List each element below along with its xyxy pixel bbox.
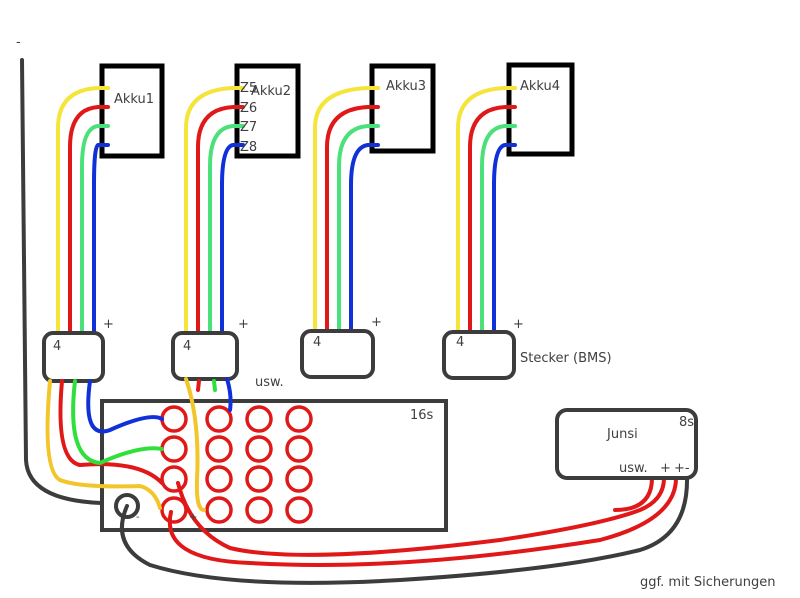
wire-black-main [120,476,690,585]
wire-green-c1 [71,379,164,466]
cell-label-z8: Z8 [240,140,258,155]
balance-wire-green-3 [337,124,380,333]
battery-box-2 [234,63,301,159]
charger-etc: usw. [619,461,648,476]
connector-caption: Stecker (BMS) [520,351,612,366]
balance-wire-red-3 [325,105,380,333]
battery-box-4 [506,62,575,157]
connector-count-2: 4 [183,339,192,354]
balance-wire-red-2 [196,105,245,335]
board-label: 16s [410,408,434,423]
balance-port-r3-c3 [245,465,273,493]
balance-wire-blue-4 [492,143,517,334]
wire-red-short [613,476,654,512]
connector-plus-3: + [371,315,382,330]
balance-port-r4-c2 [205,496,233,524]
balance-wire-green-1 [80,124,110,335]
balance-port-r3-c1 [160,465,188,493]
balance-port-r3-c4 [285,465,313,493]
negative-wire-left [20,58,103,505]
balance-port-r1-c4 [285,405,313,433]
balance-port-r4-c3 [245,496,273,524]
wire-yellow-c2 [184,377,206,512]
negative-label: - [16,35,21,50]
balance-port-r2-c3 [245,435,273,463]
charger-name: Junsi [607,427,638,442]
balance-wire-yellow-2 [184,86,245,335]
charger-plus: + [660,461,671,476]
connector-2 [171,331,239,381]
battery-box-1 [99,63,165,159]
board-negative-terminal [114,493,140,519]
connector-4 [442,330,516,380]
charger-plus-minus: +- [674,461,690,476]
etc-label: usw. [255,375,284,390]
balance-wire-red-1 [68,105,110,335]
wire-yellow-c1 [45,379,162,510]
balance-port-r3-c2 [205,465,233,493]
connector-count-1: 4 [53,339,62,354]
wire-red-main-1 [176,476,666,557]
balance-port-r4-c4 [285,496,313,524]
wire-red-c1 [58,379,164,485]
balance-wire-yellow-4 [456,86,517,334]
connector-plus-4: + [513,317,524,332]
battery-label-2: Akku2 [251,84,292,99]
cell-label-z5: Z5 [240,81,258,96]
balance-wire-green-2 [208,124,245,335]
connector-3 [300,329,375,379]
wire-blue-c2 [225,377,233,412]
balance-port-r2-c2 [205,435,233,463]
wire-red-main-2 [167,476,678,567]
balancer-board [100,399,448,532]
balance-wire-green-4 [480,124,517,334]
balance-port-r1-c2 [205,405,233,433]
balance-port-r2-c1 [160,435,188,463]
board-minus-label: - [136,512,140,523]
wire-red-c2 [196,379,201,392]
battery-label-4: Akku4 [520,79,561,94]
balance-wire-yellow-3 [313,86,380,333]
balance-wire-blue-3 [349,143,380,333]
wire-green-c2 [212,379,217,392]
balance-port-r2-c4 [285,435,313,463]
charger-box [555,408,698,480]
connector-plus-2: + [238,317,249,332]
wire-blue-c1 [86,379,164,434]
cell-label-z6: Z6 [240,101,258,116]
cell-label-z7: Z7 [240,120,258,135]
board-plus-label: + [189,512,198,523]
battery-label-3: Akku3 [386,79,427,94]
connector-count-3: 4 [313,335,322,350]
connector-plus-1: + [103,317,114,332]
balance-wire-blue-1 [92,143,110,335]
balance-port-r1-c1 [160,405,188,433]
balance-wire-blue-2 [220,143,245,335]
balance-port-r1-c3 [245,405,273,433]
connector-count-4: 4 [456,335,465,350]
balance-wire-red-4 [468,105,517,334]
balance-wire-yellow-1 [56,86,110,335]
battery-label-1: Akku1 [114,92,155,107]
balance-port-r4-c1 [160,496,188,524]
charger-cells: 8s [679,415,695,430]
footnote: ggf. mit Sicherungen [640,575,776,590]
